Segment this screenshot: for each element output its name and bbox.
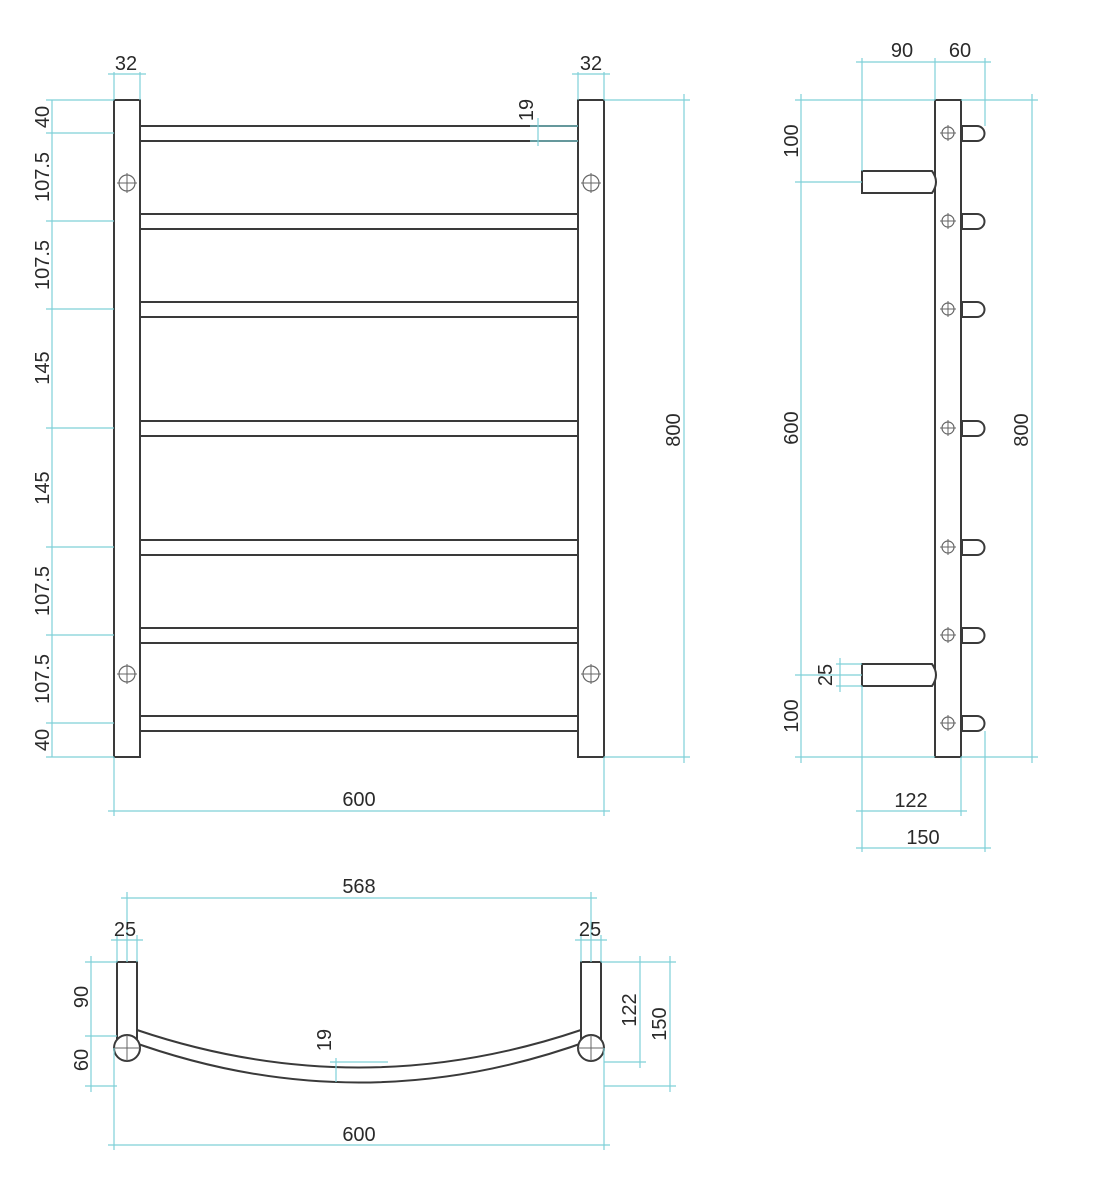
- top-inner-width-dim: [111, 892, 607, 962]
- mount-hole-icon: [940, 420, 956, 436]
- bar-3: [139, 301, 579, 318]
- side-depth-dims: [856, 686, 991, 852]
- front-top-dims: [108, 72, 610, 146]
- front-height-label: 800: [663, 413, 685, 446]
- mount-hole-icon: [113, 1034, 141, 1062]
- side-depth-inner-label: 122: [894, 790, 927, 812]
- front-spacing-8: 40: [32, 729, 54, 751]
- top-right-post-label: 25: [579, 919, 601, 941]
- top-width-dim: [108, 1048, 610, 1150]
- front-spacing-6: 107.5: [32, 566, 54, 616]
- top-left-upper-label: 90: [71, 986, 93, 1008]
- front-left-width-label: 32: [115, 53, 137, 75]
- right-post: [580, 961, 602, 1041]
- side-bar-ends: [961, 125, 986, 732]
- side-bottom-offset-label: 100: [781, 699, 803, 732]
- front-mount-holes: [117, 173, 601, 684]
- bar-1: [139, 125, 579, 142]
- front-height-dim: [604, 94, 690, 763]
- mount-hole-icon: [117, 664, 137, 684]
- front-width-dim: [108, 757, 610, 816]
- front-left-dims: [46, 99, 114, 758]
- mount-hole-icon: [940, 627, 956, 643]
- side-mount-holes: [940, 125, 956, 731]
- mount-hole-icon: [940, 539, 956, 555]
- top-width-label: 600: [342, 1124, 375, 1146]
- front-spacing-7: 107.5: [32, 654, 54, 704]
- side-top-left-label: 90: [891, 40, 913, 62]
- top-inner-width-label: 568: [342, 876, 375, 898]
- bar-7: [139, 715, 579, 732]
- right-rail: [577, 99, 605, 758]
- side-top-right-label: 60: [949, 40, 971, 62]
- side-top-dims: [856, 58, 991, 171]
- bar-5: [139, 539, 579, 556]
- front-bar-thickness-label: 19: [516, 99, 538, 121]
- mount-hole-icon: [117, 173, 137, 193]
- front-spacing-5: 145: [32, 471, 54, 504]
- top-bar-thickness-dim: [330, 1058, 388, 1082]
- front-right-width-label: 32: [580, 53, 602, 75]
- curved-bar-outer: [126, 1039, 592, 1084]
- side-top-offset-label: 100: [781, 124, 803, 157]
- upper-bracket: [861, 170, 937, 194]
- side-view: 90 60 100 600 25 100 800: [781, 40, 1038, 852]
- top-right-dims: [601, 956, 676, 1092]
- mount-hole-icon: [940, 301, 956, 317]
- mount-hole-icon: [581, 664, 601, 684]
- mount-hole-icon: [940, 213, 956, 229]
- side-left-dims: [795, 94, 935, 763]
- bar-4: [139, 420, 579, 437]
- front-view: 32 32 19 40 107.5 107.5 145 145 107.5 10…: [32, 53, 690, 816]
- side-height-label: 800: [1011, 413, 1033, 446]
- lower-bracket: [861, 663, 937, 687]
- side-height-dim: [961, 94, 1038, 763]
- top-bar-thickness-label: 19: [314, 1029, 336, 1051]
- front-spacing-1: 40: [32, 106, 54, 128]
- curved-bar-inner: [136, 1029, 582, 1069]
- left-rail: [113, 99, 141, 758]
- top-left-dims: [85, 956, 117, 1092]
- front-spacing-3: 107.5: [32, 240, 54, 290]
- front-width-label: 600: [342, 789, 375, 811]
- mount-hole-icon: [577, 1034, 605, 1062]
- mount-hole-icon: [940, 715, 956, 731]
- left-post: [116, 961, 138, 1041]
- side-mount-span-label: 600: [781, 411, 803, 444]
- mount-hole-icon: [581, 173, 601, 193]
- side-depth-outer-label: 150: [906, 827, 939, 849]
- bar-2: [139, 213, 579, 230]
- front-bars: [139, 125, 579, 732]
- mount-hole-icon: [940, 125, 956, 141]
- bar-6: [139, 627, 579, 644]
- top-left-post-label: 25: [114, 919, 136, 941]
- top-left-lower-label: 60: [71, 1049, 93, 1071]
- side-bracket-label: 25: [815, 664, 837, 686]
- front-spacing-2: 107.5: [32, 152, 54, 202]
- top-view: 568 25 25 90 60 19 122 150: [71, 876, 676, 1150]
- top-right-outer-label: 150: [649, 1007, 671, 1040]
- front-spacing-4: 145: [32, 351, 54, 384]
- top-right-inner-label: 122: [619, 993, 641, 1026]
